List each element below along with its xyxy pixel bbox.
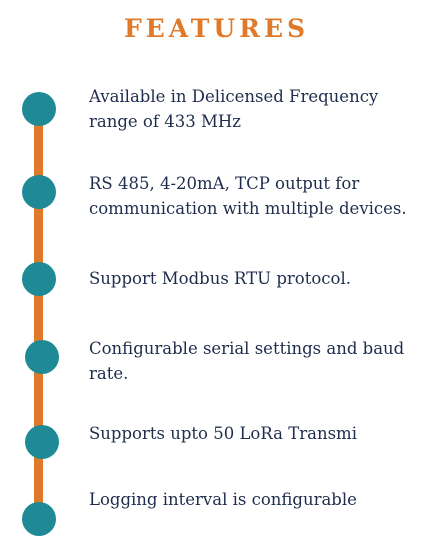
timeline-dot [25, 425, 59, 459]
section-title: FEATURES [123, 14, 310, 43]
feature-text: Available in Delicensed Frequency range … [89, 87, 379, 131]
timeline-dot [25, 340, 59, 374]
timeline-dot [22, 262, 56, 296]
timeline-line [34, 108, 43, 518]
feature-text: RS 485, 4-20mA, TCP output for communica… [89, 174, 407, 218]
timeline-dot [22, 92, 56, 126]
feature-text: Configurable serial settings and baud ra… [89, 339, 405, 383]
timeline-dot [22, 175, 56, 209]
timeline-dot [22, 502, 56, 536]
feature-text: Logging interval is configurable [89, 490, 357, 509]
feature-text: Support Modbus RTU protocol. [89, 269, 351, 288]
feature-text: Supports upto 50 LoRa Transmi [89, 424, 357, 443]
